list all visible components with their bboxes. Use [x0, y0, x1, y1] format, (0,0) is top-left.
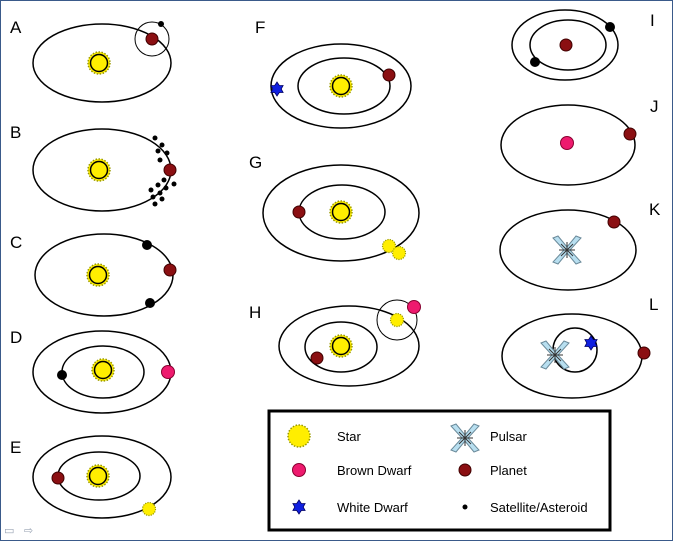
planet-icon	[382, 68, 396, 82]
panel-e	[32, 435, 172, 519]
panel-g	[262, 164, 420, 262]
panel-label-h: H	[249, 303, 261, 322]
panel-label-b: B	[10, 123, 21, 142]
outer-orbit	[511, 9, 619, 81]
planet-icon	[145, 32, 159, 46]
planet-icon	[163, 163, 177, 177]
companion-star-icon	[389, 312, 405, 328]
legend-brown-dwarf-icon	[292, 463, 306, 477]
star-icon	[87, 158, 111, 182]
panel-label-a: A	[10, 18, 22, 37]
panel-label-i: I	[650, 11, 655, 30]
legend-planet-label: Planet	[490, 463, 527, 478]
asteroid-icon	[145, 298, 155, 308]
star-icon	[86, 464, 110, 488]
panel-b	[32, 128, 177, 212]
panel-i	[511, 9, 619, 81]
panel-h	[278, 299, 422, 387]
next-slide-icon[interactable]: ⇨	[23, 524, 34, 537]
orbit	[32, 23, 172, 103]
inner-orbit	[304, 321, 378, 373]
legend-white-dwarf-label: White Dwarf	[337, 500, 408, 515]
companion-star-icon	[141, 501, 157, 517]
satellite-icon	[158, 21, 164, 27]
inner-orbit	[529, 19, 607, 71]
planet-icon	[637, 346, 651, 360]
white-dwarf-icon	[584, 335, 598, 351]
panel-f	[270, 43, 412, 129]
satellite-orbit	[134, 21, 170, 57]
legend-box	[267, 409, 612, 532]
brown-dwarf-icon	[406, 299, 422, 315]
panel-label-f: F	[255, 18, 265, 37]
legend-pulsar-label: Pulsar	[490, 429, 528, 444]
outer-orbit	[278, 305, 420, 387]
orbit	[500, 104, 636, 186]
panel-label-k: K	[649, 200, 661, 219]
panel-l	[501, 313, 651, 399]
legend-star-label: Star	[337, 429, 362, 444]
planet-icon	[51, 471, 65, 485]
star-icon	[87, 51, 111, 75]
legend: Star Brown Dwarf White Dwarf Pulsar Plan…	[267, 409, 612, 532]
prev-slide-icon[interactable]: ▭	[4, 524, 15, 537]
inner-orbit	[297, 57, 391, 115]
brown-dwarf-icon	[160, 364, 176, 380]
asteroid-cluster	[148, 135, 177, 207]
planet-icon	[559, 38, 573, 52]
slide-nav: ▭ ⇨	[4, 524, 39, 537]
panel-label-l: L	[649, 295, 658, 314]
planet-icon	[623, 127, 637, 141]
panel-label-e: E	[10, 438, 21, 457]
orbit	[499, 209, 637, 291]
panel-label-j: J	[650, 97, 659, 116]
planet-icon	[310, 351, 324, 365]
star-icon	[86, 263, 110, 287]
asteroid-icon	[57, 370, 67, 380]
legend-planet-icon	[458, 463, 472, 477]
pulsar-icon	[540, 340, 570, 370]
asteroid-icon	[142, 240, 152, 250]
outer-orbit	[501, 313, 643, 399]
planet-icon	[292, 205, 306, 219]
satellite-icon	[605, 22, 615, 32]
panel-label-c: C	[10, 233, 22, 252]
star-icon	[329, 200, 353, 224]
planet-icon	[163, 263, 177, 277]
panel-label-g: G	[249, 153, 262, 172]
panel-d	[32, 330, 176, 414]
star-icon	[91, 358, 115, 382]
planet-icon	[607, 215, 621, 229]
panel-c	[34, 233, 177, 317]
panel-j	[500, 104, 637, 186]
legend-satellite-label: Satellite/Asteroid	[490, 500, 588, 515]
brown-dwarf-icon	[559, 135, 575, 151]
pulsar-icon	[552, 235, 582, 265]
outer-orbit	[32, 435, 172, 519]
companion-star-icon	[391, 245, 407, 261]
panel-a	[32, 21, 172, 103]
outer-orbit	[262, 164, 420, 262]
panel-labels: A B C D E F G H I J K L	[10, 11, 661, 457]
legend-satellite-icon	[462, 504, 468, 510]
satellite-icon	[530, 57, 540, 67]
star-icon	[329, 74, 353, 98]
star-icon	[329, 334, 353, 358]
legend-star-icon	[287, 424, 311, 448]
legend-brown-dwarf-label: Brown Dwarf	[337, 463, 412, 478]
panel-k	[499, 209, 637, 291]
panel-label-d: D	[10, 328, 22, 347]
companion-orbit	[376, 299, 418, 341]
